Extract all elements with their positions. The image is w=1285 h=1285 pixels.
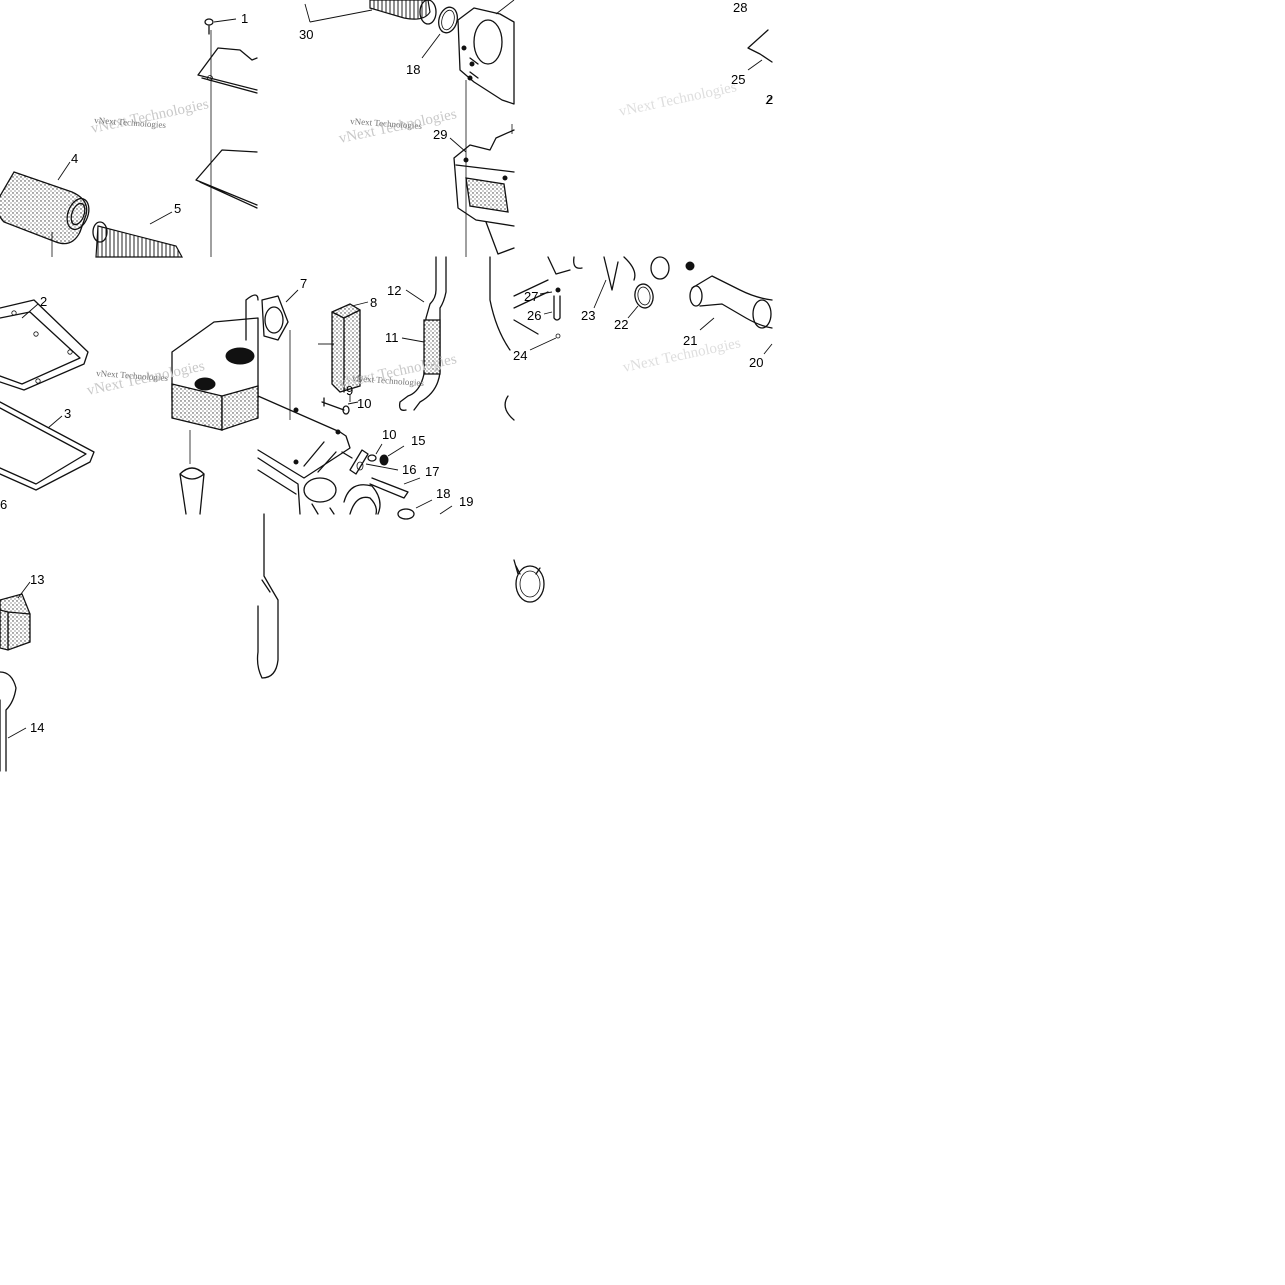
foam-block-part-8 [331,303,361,393]
callout-24: 24 [513,348,527,363]
hose-part-11-12 [398,256,447,411]
callout-13: 13 [30,572,44,587]
airbox-cover-outline [197,47,258,94]
tile-bottom-left [0,581,31,772]
gasket-part-3 [0,401,95,491]
callout-4: 4 [71,151,78,166]
callout-10: 10 [357,396,371,411]
washer-part-10 [342,405,350,415]
callout-8: 8 [370,295,377,310]
callout-26: 26 [527,308,541,323]
gasket-outline [195,149,258,209]
foam-filter-part-4 [0,171,90,245]
callout-21: 21 [683,333,697,348]
callout-3: 3 [64,406,71,421]
callout-5: 5 [174,201,181,216]
tile-bottom-middle [256,513,279,679]
tile-middle-right: vNext Technologies [513,256,773,376]
watermark-ghost-6: vNext Technologies [622,335,743,376]
callout-2: 2 [40,294,47,309]
o-ring-part-18 [438,6,458,34]
airbox-part-29 [453,124,515,255]
tile-top-middle: vNext Technologies vNext Technologies [304,0,515,257]
bolt-part-9 [321,397,345,411]
watermark-ghost-3: vNext Technologies [618,79,739,120]
tile-top-right: vNext Technologies [618,29,773,120]
filter-housing-top [457,0,515,105]
callout-labels: 1 30 18 28 25 2 4 29 5 7 12 8 2 11 27 26… [0,0,773,735]
clamp-part-19 [515,565,545,603]
callout-14: 14 [30,720,44,735]
callout-17: 17 [425,464,439,479]
tile-middle-left: vNext Technologies vNext Technologies [0,294,259,515]
tile-bottom-right [513,559,545,603]
callout-9: 9 [346,383,353,398]
callout-12: 12 [387,283,401,298]
callout-20: 20 [749,355,763,370]
callout-28: 28 [733,0,747,15]
intake-boot-bottom [179,467,205,515]
callout-23: 23 [581,308,595,323]
hardware-parts-15-17 [341,449,409,499]
callout-11: 11 [385,330,399,345]
foam-housing [171,294,259,431]
pleated-filter-part-5 [92,221,184,258]
o-ring-part-18b [397,508,415,520]
airbox-base [257,395,381,515]
callout-15: 15 [411,433,425,448]
callout-25: 25 [731,72,745,87]
foam-block-part-13 [0,593,31,651]
callout-18: 18 [406,62,420,77]
callout-2-partial: 2 [766,92,773,107]
callout-22: 22 [614,317,628,332]
flange-part-7 [261,295,289,341]
callout-7: 7 [300,276,307,291]
intake-tube-part-21 [689,275,773,329]
bracket-part-23 [603,256,636,291]
tile-center: vNext Technologies vNext Technologies [257,256,515,520]
callout-1: 1 [241,11,248,26]
callout-30: 30 [299,27,313,42]
callout-19: 19 [459,494,473,509]
airbox-cover-part-2 [0,299,89,391]
screw-part-1 [204,18,214,35]
screw-part-24 [529,337,557,351]
callout-10b: 10 [382,427,396,442]
clamp-part-22 [634,283,654,309]
duct-part-14 [0,671,17,772]
tile-top-left: vNext Technologies vNext Technologies [0,18,258,258]
callout-6-partial: 6 [0,497,7,512]
callout-29: 29 [433,127,447,142]
drain-tube [256,513,279,679]
callout-27: 27 [524,289,538,304]
pin-part-26 [553,295,561,321]
callout-18b: 18 [436,486,450,501]
callout-16: 16 [402,462,416,477]
